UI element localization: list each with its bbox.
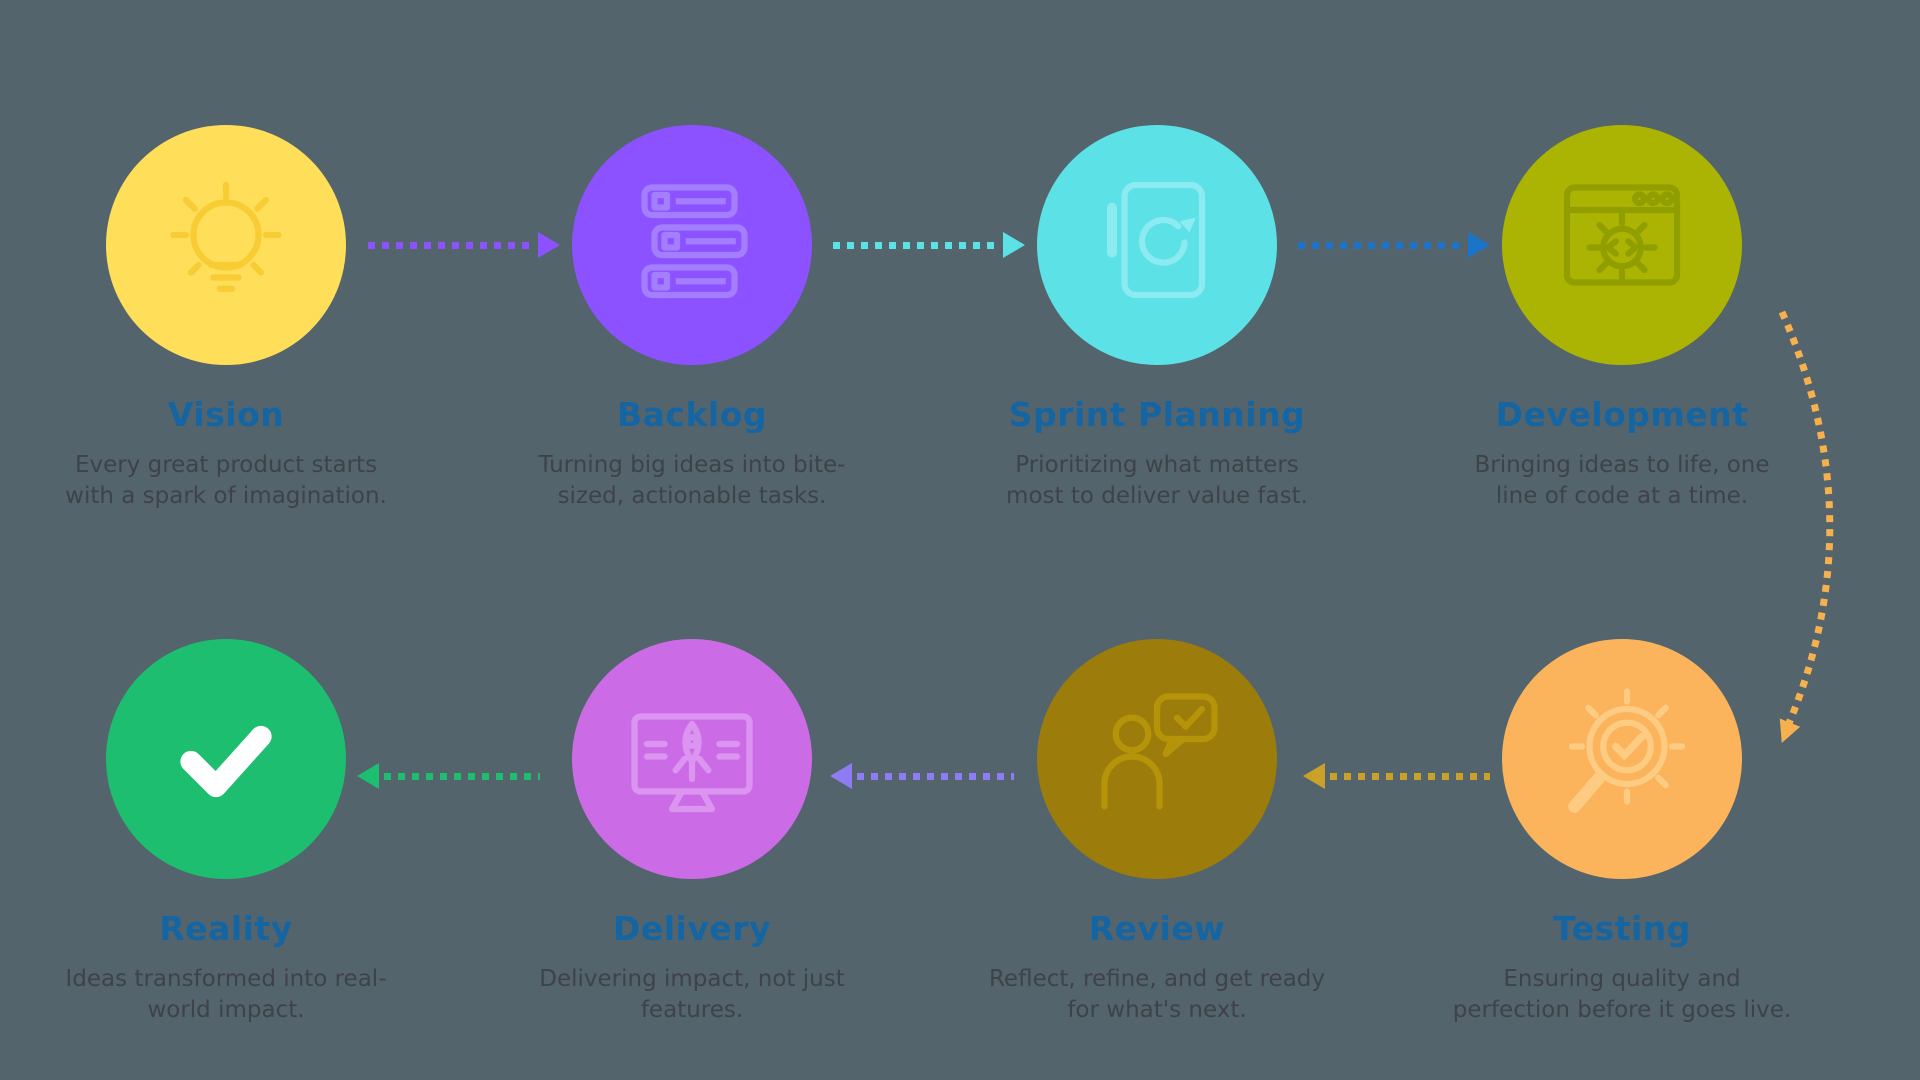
desc-line: most to deliver value fast. bbox=[1006, 483, 1308, 509]
person-feedback-bubble-icon bbox=[1101, 693, 1218, 810]
development-circle bbox=[1502, 125, 1742, 365]
step-description: Reflect, refine, and get ready for what'… bbox=[962, 964, 1352, 1026]
desc-line: Ensuring quality and bbox=[1503, 966, 1741, 992]
step-testing: Testing Ensuring quality and perfection … bbox=[1427, 639, 1817, 1026]
gear-check-magnifier-icon bbox=[1568, 688, 1686, 813]
task-list-icon bbox=[641, 184, 748, 299]
dashed-line bbox=[833, 241, 998, 249]
desc-line: Turning big ideas into bite- bbox=[538, 452, 846, 478]
dashed-line bbox=[857, 772, 1014, 780]
arrow-sprint-planning-to-development bbox=[1298, 232, 1490, 258]
vision-circle bbox=[106, 125, 346, 365]
step-title: Development bbox=[1495, 395, 1749, 434]
step-description: Turning big ideas into bite- sized, acti… bbox=[497, 450, 887, 512]
step-description: Every great product starts with a spark … bbox=[31, 450, 421, 512]
reality-circle bbox=[106, 639, 346, 879]
rocket-monitor-icon bbox=[631, 713, 753, 813]
desc-line: with a spark of imagination. bbox=[65, 483, 387, 509]
step-vision: Vision Every great product starts with a… bbox=[31, 125, 421, 512]
step-title: Testing bbox=[1553, 909, 1691, 948]
dashed-line bbox=[1298, 241, 1463, 249]
checkmark-icon bbox=[180, 725, 272, 798]
arrow-testing-to-review bbox=[1303, 763, 1490, 789]
sprint-cycle-clipboard-icon bbox=[1107, 181, 1206, 299]
arrow-backlog-to-sprint-planning bbox=[833, 232, 1025, 258]
desc-line: Ideas transformed into real- bbox=[65, 966, 387, 992]
step-title: Sprint Planning bbox=[1008, 395, 1306, 434]
arrowhead-right-icon bbox=[1003, 232, 1025, 258]
arrowhead-left-icon bbox=[357, 763, 379, 789]
step-title: Review bbox=[1088, 909, 1226, 948]
step-description: Bringing ideas to life, one line of code… bbox=[1427, 450, 1817, 512]
arrow-delivery-to-reality bbox=[357, 763, 540, 789]
desc-line: world impact. bbox=[147, 997, 305, 1023]
step-title: Delivery bbox=[612, 909, 772, 948]
step-development: Development Bringing ideas to life, one … bbox=[1427, 125, 1817, 512]
step-review: Review Reflect, refine, and get ready fo… bbox=[962, 639, 1352, 1026]
step-reality: Reality Ideas transformed into real- wor… bbox=[31, 639, 421, 1026]
backlog-circle bbox=[572, 125, 812, 365]
desc-line: Delivering impact, not just bbox=[539, 966, 845, 992]
step-description: Ideas transformed into real- world impac… bbox=[31, 964, 421, 1026]
sprint-planning-circle bbox=[1037, 125, 1277, 365]
desc-line: Reflect, refine, and get ready bbox=[988, 966, 1326, 992]
desc-line: for what's next. bbox=[1067, 997, 1247, 1023]
desc-line: Every great product starts bbox=[74, 452, 378, 478]
step-description: Delivering impact, not just features. bbox=[497, 964, 887, 1026]
dashed-line bbox=[368, 241, 533, 249]
step-title: Backlog bbox=[616, 395, 768, 434]
desc-line: sized, actionable tasks. bbox=[557, 483, 827, 509]
dashed-line bbox=[384, 772, 540, 780]
desc-line: Bringing ideas to life, one bbox=[1474, 452, 1770, 478]
arrowhead-right-icon bbox=[538, 232, 560, 258]
step-backlog: Backlog Turning big ideas into bite- siz… bbox=[497, 125, 887, 512]
review-circle bbox=[1037, 639, 1277, 879]
step-sprint-planning: Sprint Planning Prioritizing what matter… bbox=[962, 125, 1352, 512]
desc-line: line of code at a time. bbox=[1495, 483, 1749, 509]
arrowhead-right-icon bbox=[1468, 232, 1490, 258]
desc-line: features. bbox=[640, 997, 744, 1023]
step-title: Vision bbox=[167, 395, 285, 434]
arrowhead-left-icon bbox=[830, 763, 852, 789]
desc-line: perfection before it goes live. bbox=[1452, 997, 1792, 1023]
testing-circle bbox=[1502, 639, 1742, 879]
step-delivery: Delivery Delivering impact, not just fea… bbox=[497, 639, 887, 1026]
desc-line: Prioritizing what matters bbox=[1015, 452, 1299, 478]
delivery-circle bbox=[572, 639, 812, 879]
step-description: Ensuring quality and perfection before i… bbox=[1427, 964, 1817, 1026]
step-title: Reality bbox=[159, 909, 293, 948]
step-description: Prioritizing what matters most to delive… bbox=[962, 450, 1352, 512]
arrowhead-left-icon bbox=[1303, 763, 1325, 789]
dashed-line bbox=[1330, 772, 1490, 780]
lightbulb-icon bbox=[170, 181, 282, 292]
arrow-vision-to-backlog bbox=[368, 232, 560, 258]
code-window-gear-icon bbox=[1563, 184, 1681, 286]
arrow-review-to-delivery bbox=[830, 763, 1014, 789]
